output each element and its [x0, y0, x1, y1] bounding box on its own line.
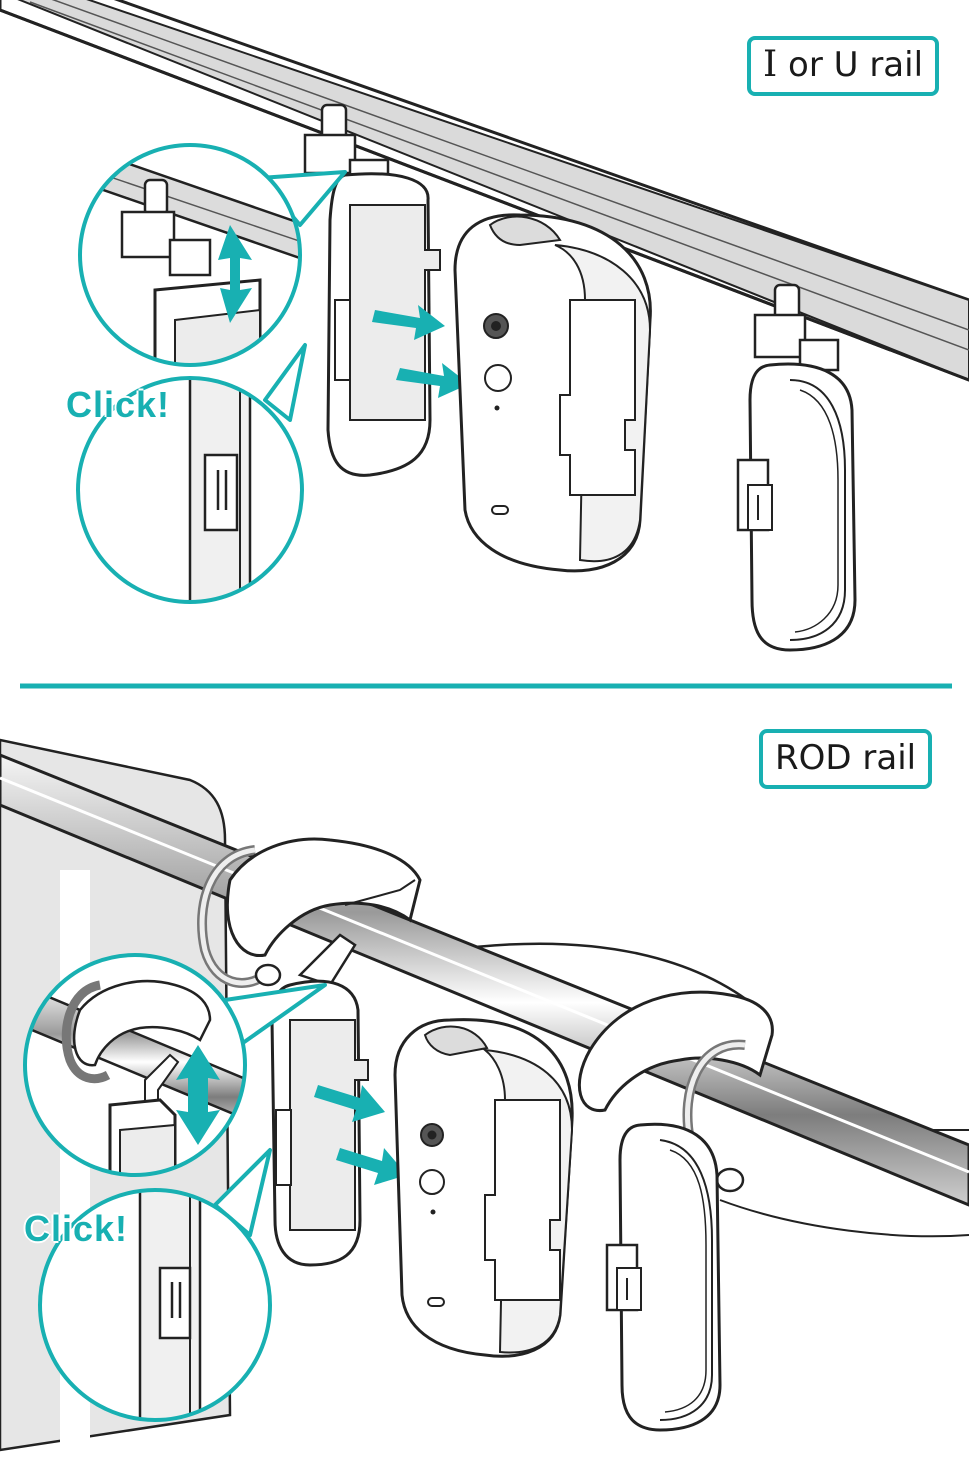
bottom-panel	[0, 738, 969, 1452]
rail-type-label-rod: ROD rail	[759, 729, 933, 789]
insert-arrows-bottom	[314, 1085, 407, 1185]
iu-rail	[0, 0, 969, 382]
click-label-top: Click!	[66, 384, 171, 425]
runner-right	[753, 283, 840, 372]
assembled-unit-bottom	[605, 1122, 722, 1432]
rail-type-text: or U rail	[777, 45, 924, 85]
camera-bottom	[393, 1018, 574, 1358]
insert-arrows-top	[372, 305, 469, 398]
hook-left	[197, 837, 422, 988]
zoom-bubble-latch-top	[76, 343, 307, 604]
camera-top	[453, 213, 652, 573]
up-down-arrow-icon	[176, 1045, 220, 1145]
rail-type-label-iu: I or U rail	[747, 36, 940, 96]
click-label-bottom: Click!	[24, 1208, 129, 1249]
hook-right	[577, 990, 774, 1193]
i-rail-glyph: I	[763, 44, 778, 85]
up-down-arrow-icon	[218, 225, 252, 323]
zoom-bubble-hook-bottom	[23, 953, 327, 1177]
top-panel	[0, 0, 969, 652]
zoom-bubble-latch-bottom	[38, 1148, 272, 1422]
mount-bracket-left	[326, 172, 441, 477]
assembled-unit-top	[736, 362, 857, 652]
zoom-bubble-runner-top	[78, 143, 347, 367]
mount-bracket-bottom	[270, 933, 369, 1267]
